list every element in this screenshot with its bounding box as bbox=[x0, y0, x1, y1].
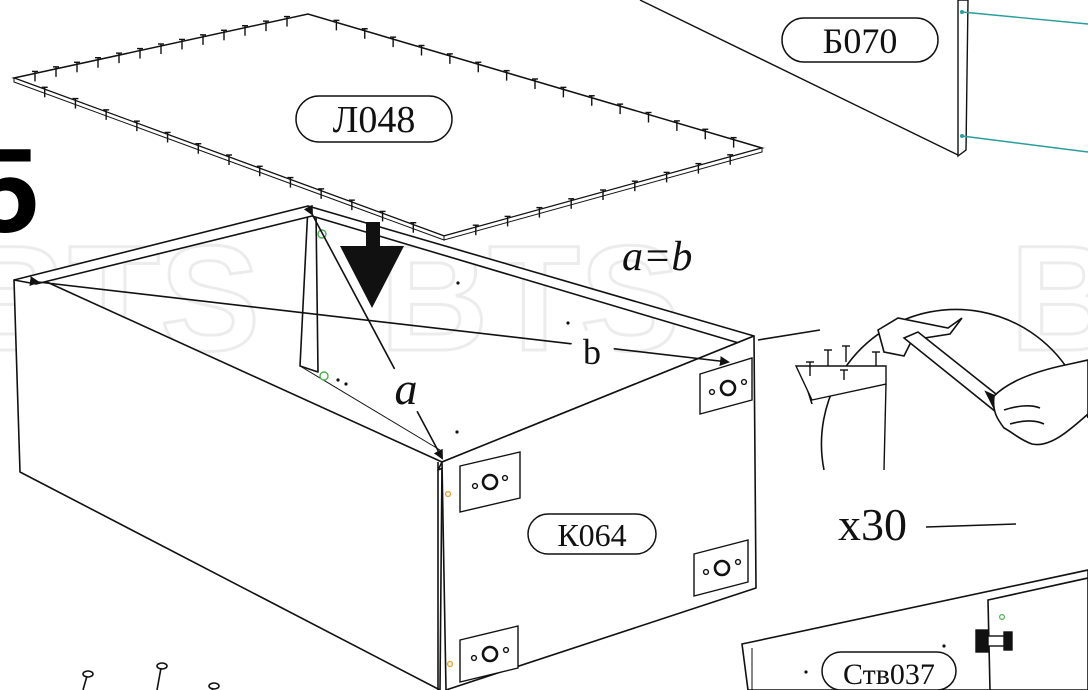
nail-count-leader bbox=[925, 523, 1017, 528]
svg-text:Б070: Б070 bbox=[823, 21, 898, 61]
zoom-callout bbox=[757, 308, 1088, 471]
label-door-panel: Ств037 bbox=[821, 651, 957, 690]
hammer-icon bbox=[877, 317, 1088, 446]
nail-count: x30 bbox=[838, 499, 907, 550]
label-top-panel: Л048 bbox=[295, 95, 453, 143]
cam-fitting bbox=[693, 539, 749, 597]
svg-text:a: a bbox=[395, 363, 418, 414]
cam-fittings bbox=[317, 229, 753, 683]
label-back-panel: Б070 bbox=[781, 17, 939, 63]
label-carcass: К064 bbox=[527, 513, 657, 555]
screw-icon bbox=[156, 662, 168, 690]
svg-text:Л048: Л048 bbox=[333, 99, 416, 141]
screw-icon bbox=[208, 682, 220, 690]
label-diag-b: b bbox=[570, 330, 614, 374]
step-number: 5 bbox=[0, 124, 39, 258]
svg-text:BTS: BTS bbox=[1010, 214, 1088, 382]
svg-text:К064: К064 bbox=[557, 517, 626, 553]
cam-fitting bbox=[459, 625, 519, 683]
svg-text:Ств037: Ств037 bbox=[843, 658, 935, 690]
cam-fitting bbox=[699, 357, 753, 415]
cam-fitting bbox=[459, 451, 521, 513]
hinge-icon bbox=[975, 629, 1013, 653]
svg-text:b: b bbox=[583, 332, 601, 372]
label-diag-a: a bbox=[382, 363, 430, 414]
back-panel bbox=[639, 0, 1088, 158]
screws bbox=[82, 662, 220, 690]
equation-a-equals-b: a=b bbox=[622, 234, 692, 280]
screw-icon bbox=[82, 670, 94, 690]
